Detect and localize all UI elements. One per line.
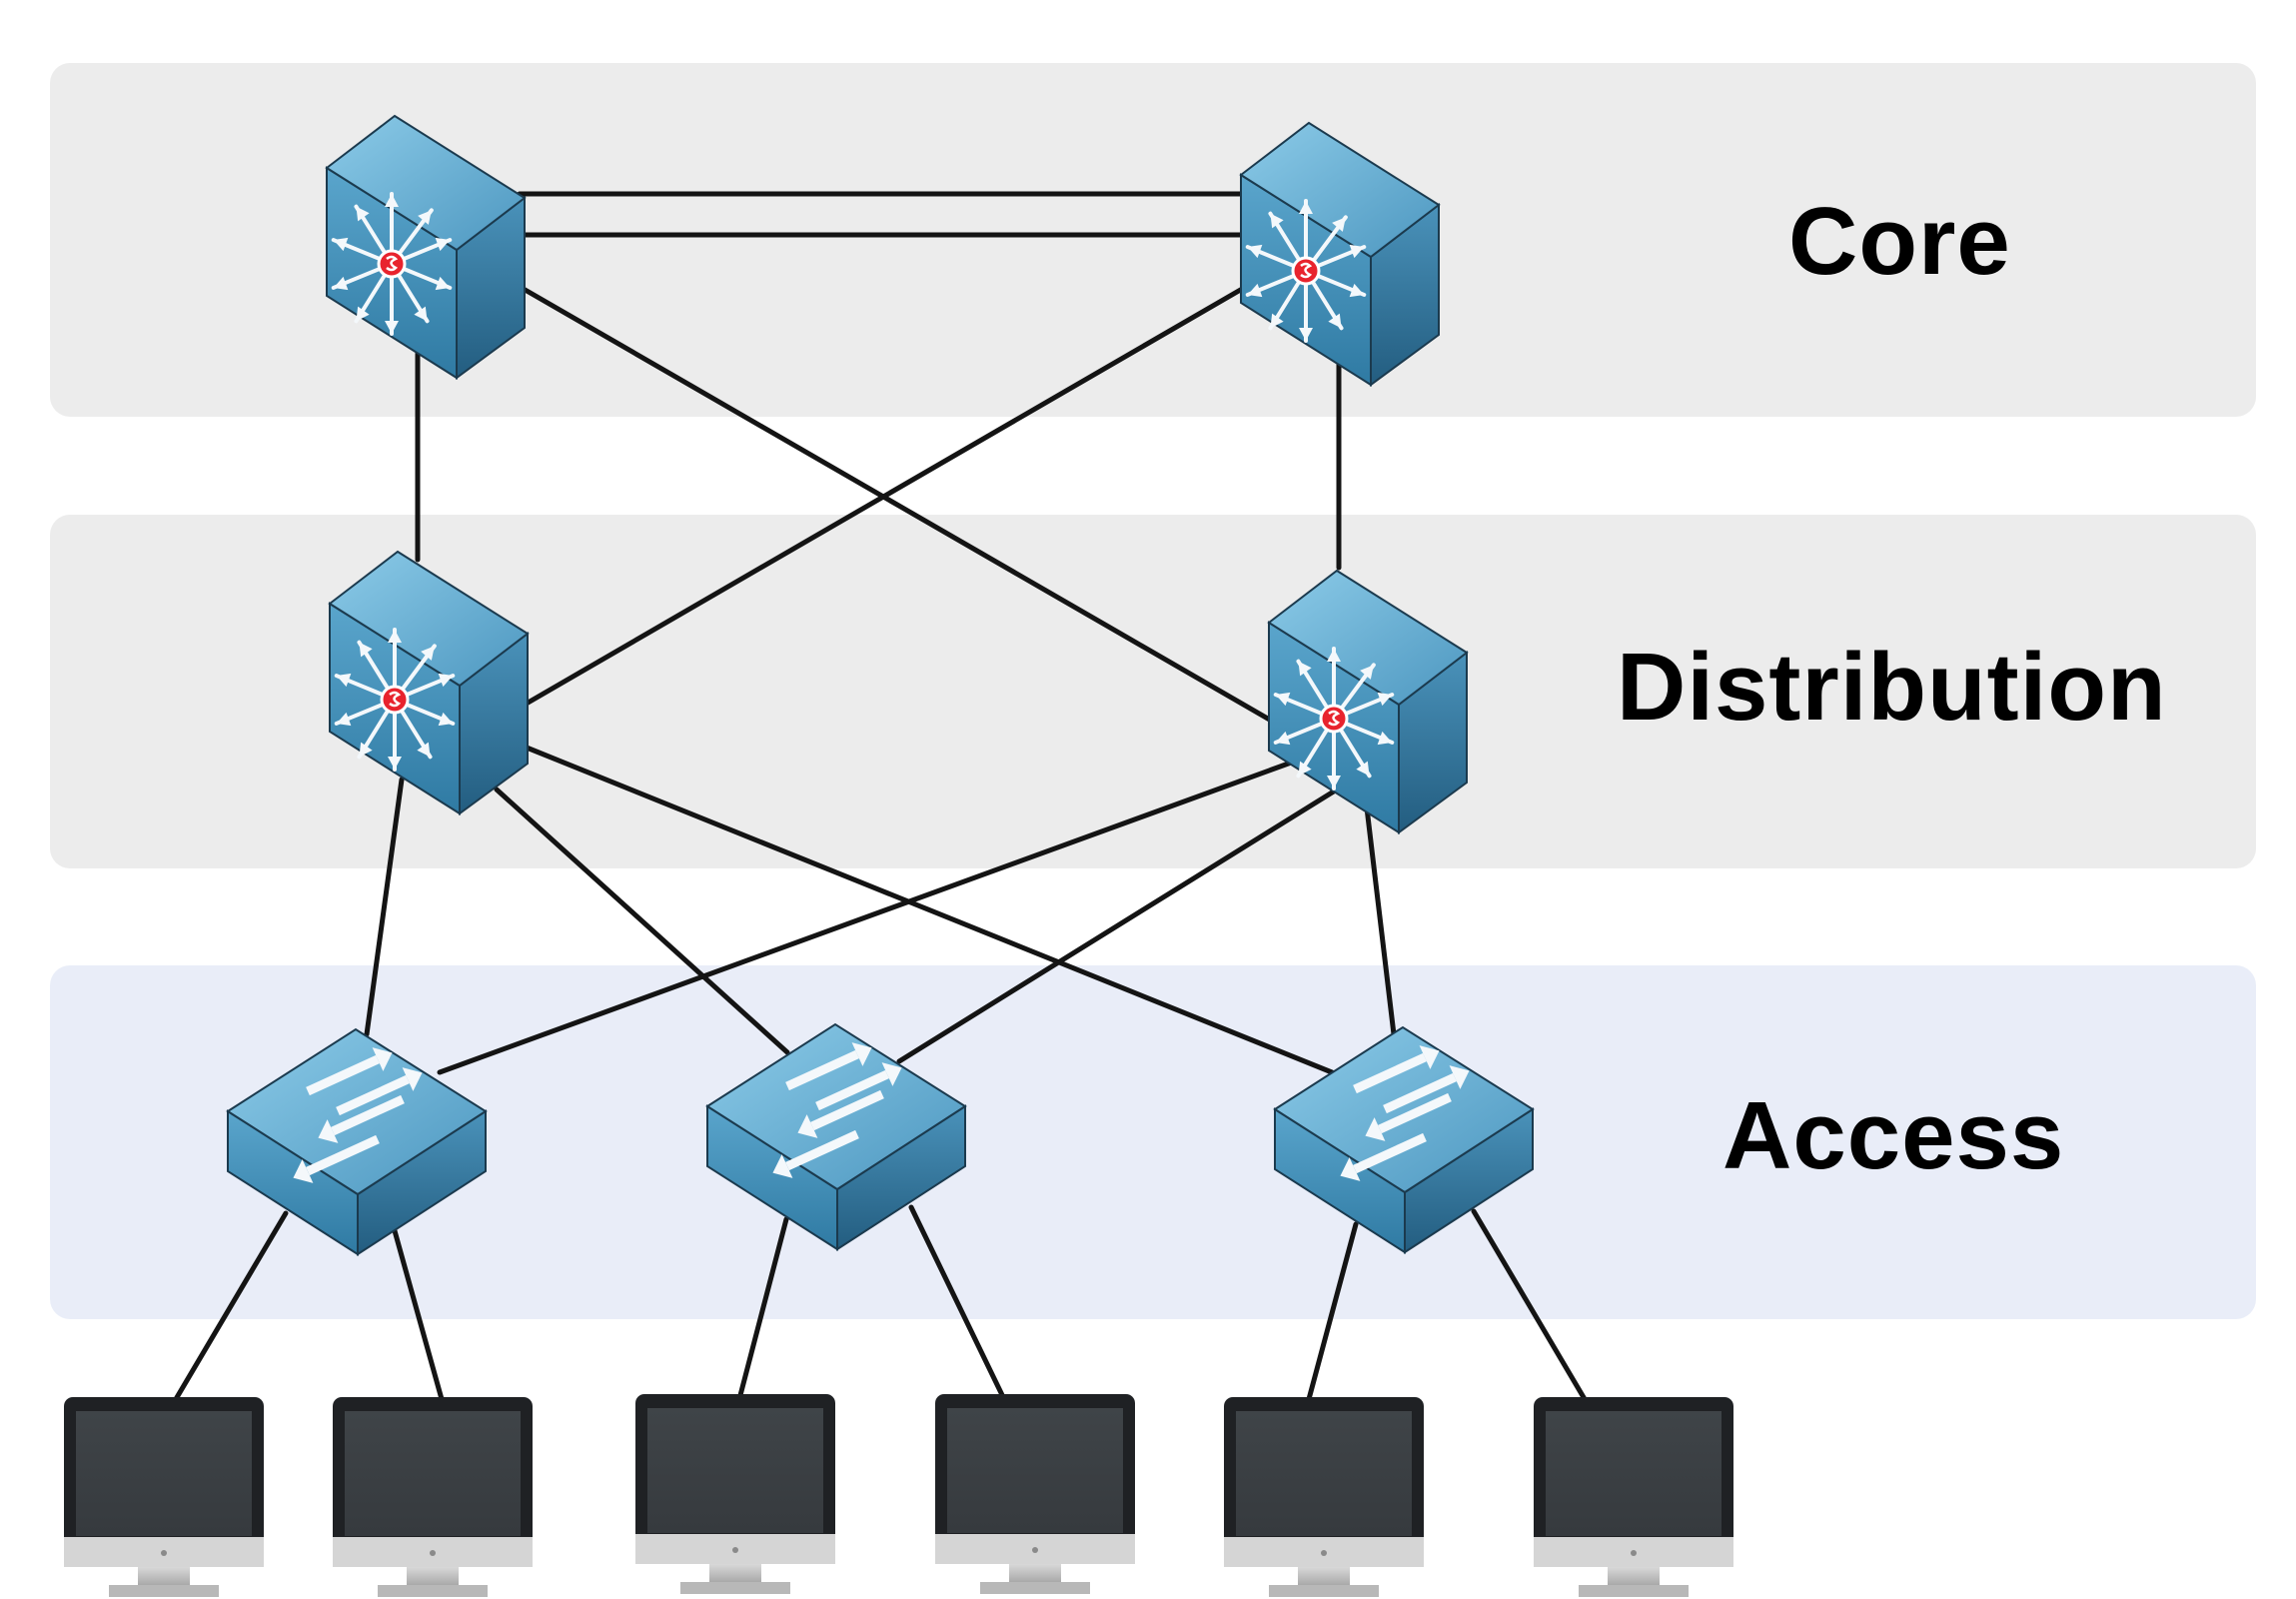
multilayer-switch-icon <box>1245 199 1367 343</box>
link-dist2-access1 <box>437 759 1297 1075</box>
desktop-computer-icon <box>333 1397 533 1597</box>
access-switch-1[interactable] <box>226 1027 488 1256</box>
link-dist1-access3 <box>524 745 1335 1075</box>
access-switch-3[interactable] <box>1273 1025 1535 1254</box>
switch-icon <box>293 1047 423 1183</box>
core-layer-label: Core <box>1788 188 2011 295</box>
link-dist2-access2 <box>896 787 1340 1064</box>
core-switch-1[interactable] <box>325 114 527 380</box>
host-6[interactable] <box>1534 1397 1733 1597</box>
desktop-computer-icon <box>64 1397 264 1597</box>
desktop-computer-icon <box>1224 1397 1424 1597</box>
host-2[interactable] <box>333 1397 533 1597</box>
distribution-layer-label: Distribution <box>1617 634 2167 741</box>
link-access3-host6 <box>1471 1208 1588 1402</box>
link-access2-host3 <box>736 1216 789 1402</box>
host-5[interactable] <box>1224 1397 1424 1597</box>
link-dist1-access1 <box>364 777 405 1037</box>
link-access1-host1 <box>173 1210 289 1402</box>
core-switch-2[interactable] <box>1239 121 1441 387</box>
link-core2-dist1 <box>522 285 1247 708</box>
distribution-switch-2[interactable] <box>1267 569 1469 834</box>
multilayer-switch-icon <box>1273 647 1395 791</box>
distribution-switch-1[interactable] <box>328 550 530 815</box>
access-switch-2[interactable] <box>705 1022 967 1251</box>
multilayer-switch-icon <box>334 628 456 772</box>
link-access3-host5 <box>1306 1221 1359 1402</box>
link-dist1-access2 <box>494 787 790 1055</box>
link-dist2-access3 <box>1363 797 1397 1037</box>
link-access2-host4 <box>908 1204 1007 1402</box>
host-4[interactable] <box>935 1394 1135 1594</box>
link-core1-dist2 <box>519 285 1276 725</box>
links <box>173 191 1588 1402</box>
switch-icon <box>1340 1045 1470 1181</box>
switch-icon <box>772 1042 902 1178</box>
multilayer-switch-icon <box>331 192 453 336</box>
host-3[interactable] <box>635 1394 835 1594</box>
desktop-computer-icon <box>635 1394 835 1594</box>
desktop-computer-icon <box>1534 1397 1733 1597</box>
desktop-computer-icon <box>935 1394 1135 1594</box>
link-access1-host2 <box>391 1224 445 1402</box>
access-layer-label: Access <box>1722 1082 2065 1189</box>
host-1[interactable] <box>64 1397 264 1597</box>
